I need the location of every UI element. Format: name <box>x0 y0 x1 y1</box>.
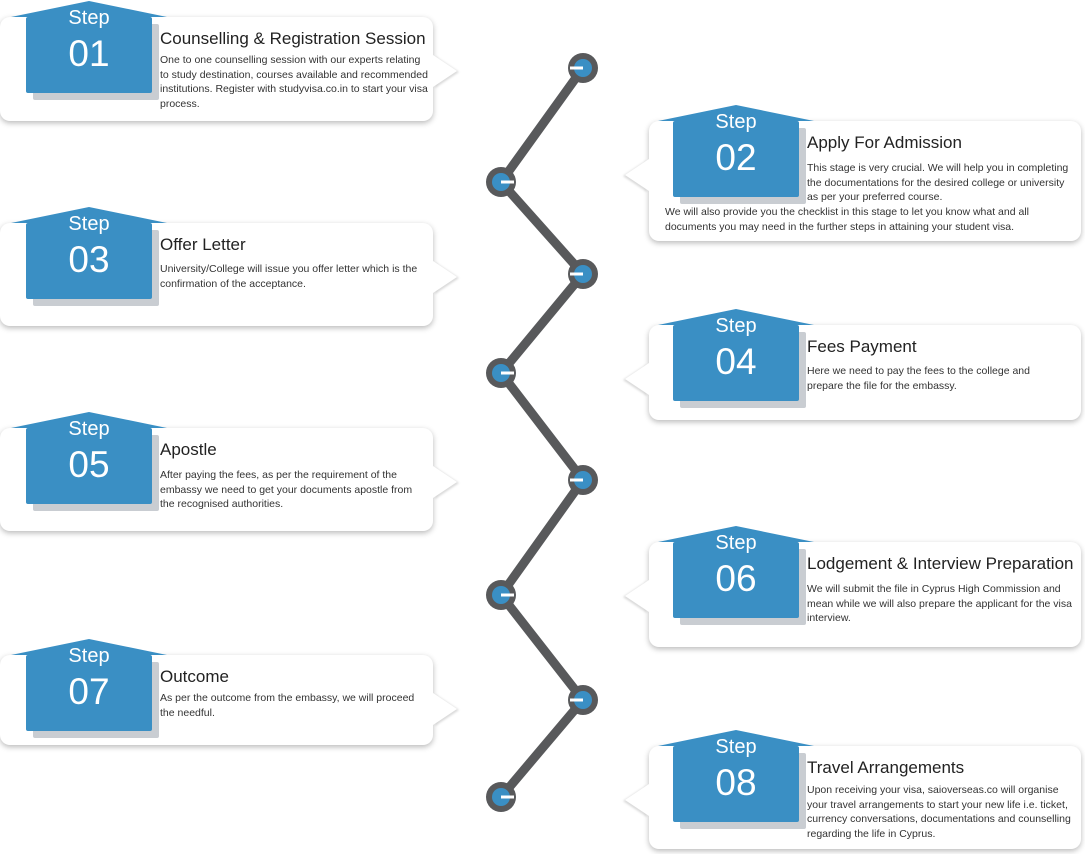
timeline-node <box>568 53 598 83</box>
step-title: Outcome <box>160 667 229 686</box>
step-description: We will submit the file in Cyprus High C… <box>807 583 1072 624</box>
step-card-06: Step 06 Lodgement & Interview Preparatio… <box>649 526 1081 647</box>
step-label: Step <box>68 418 110 440</box>
step-badge-02: Step 02 <box>658 105 814 197</box>
step-card-02: Step 02 Apply For Admission This stage i… <box>649 105 1081 241</box>
step-description: University/College will issue you offer … <box>160 263 418 290</box>
timeline-node <box>486 167 516 197</box>
timeline-node <box>568 465 598 495</box>
step-number: 01 <box>68 33 110 74</box>
step-description: Here we need to pay the fees to the coll… <box>807 365 1030 392</box>
step-number: 06 <box>715 558 757 599</box>
timeline-node <box>486 580 516 610</box>
step-card-07: Step 07 Outcome As per the outcome from … <box>0 639 433 745</box>
step-badge-07: Step 07 <box>11 639 167 731</box>
step-badge-04: Step 04 <box>658 309 814 401</box>
step-label: Step <box>715 532 757 554</box>
step-card-05: Step 05 Apostle After paying the fees, a… <box>0 412 433 531</box>
timeline-line <box>495 65 589 800</box>
step-title: Apply For Admission <box>807 133 962 152</box>
step-label: Step <box>715 736 757 758</box>
step-card-03: Step 03 Offer Letter University/College … <box>0 207 433 326</box>
step-label: Step <box>715 111 757 133</box>
step-description: One to one counselling session with our … <box>160 54 428 110</box>
step-title: Fees Payment <box>807 337 917 356</box>
step-label: Step <box>68 7 110 29</box>
step-description: Upon receiving your visa, saioverseas.co… <box>807 784 1071 840</box>
step-number: 07 <box>68 671 110 712</box>
step-title: Travel Arrangements <box>807 758 965 777</box>
step-description-extra: We will also provide you the checklist i… <box>665 206 1029 233</box>
step-description: As per the outcome from the embassy, we … <box>160 692 415 719</box>
timeline-node <box>486 782 516 812</box>
step-number: 03 <box>68 239 110 280</box>
step-badge-01: Step 01 <box>11 1 167 93</box>
timeline-node <box>568 259 598 289</box>
step-label: Step <box>715 315 757 337</box>
step-title: Offer Letter <box>160 235 246 254</box>
step-label: Step <box>68 645 110 667</box>
step-card-04: Step 04 Fees Payment Here we need to pay… <box>649 309 1081 420</box>
step-number: 04 <box>715 341 757 382</box>
step-description: After paying the fees, as per the requir… <box>160 469 413 510</box>
step-description: This stage is very crucial. We will help… <box>807 162 1069 203</box>
step-title: Lodgement & Interview Preparation <box>807 554 1074 573</box>
timeline-node <box>568 685 598 715</box>
step-number: 02 <box>715 137 757 178</box>
step-title: Counselling & Registration Session <box>160 29 426 48</box>
step-badge-05: Step 05 <box>11 412 167 504</box>
step-number: 08 <box>715 762 757 803</box>
step-title: Apostle <box>160 440 217 459</box>
step-badge-08: Step 08 <box>658 730 814 822</box>
step-label: Step <box>68 213 110 235</box>
step-card-01: Step 01 Counselling & Registration Sessi… <box>0 1 433 121</box>
step-card-08: Step 08 Travel Arrangements Upon receivi… <box>649 730 1081 849</box>
step-badge-03: Step 03 <box>11 207 167 299</box>
step-number: 05 <box>68 444 110 485</box>
timeline-node <box>486 358 516 388</box>
step-badge-06: Step 06 <box>658 526 814 618</box>
